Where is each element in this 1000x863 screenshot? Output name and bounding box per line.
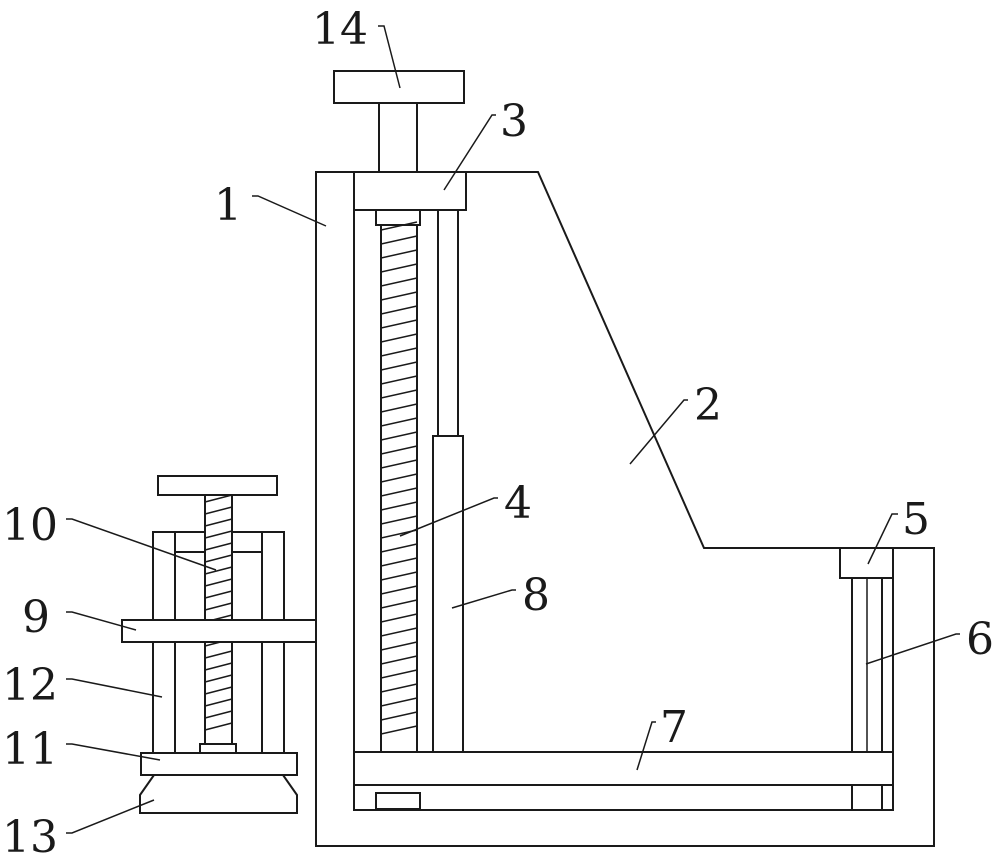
- thread-line: [380, 571, 418, 581]
- thread-line: [380, 669, 418, 679]
- thread-line: [380, 459, 418, 469]
- thread-line: [380, 403, 418, 413]
- thread-line: [380, 417, 418, 427]
- label-12: 12: [2, 660, 58, 711]
- left-jack-assembly: [152, 475, 285, 754]
- label-13: 13: [2, 812, 58, 863]
- label-2: 2: [694, 380, 722, 431]
- thread-line: [204, 650, 233, 659]
- thread-line: [380, 557, 418, 567]
- thread-line: [380, 725, 418, 735]
- thread-line: [204, 602, 233, 611]
- thread-line: [380, 305, 418, 315]
- label-11: 11: [2, 724, 58, 775]
- thread-line: [204, 518, 233, 527]
- label-1: 1: [214, 180, 242, 231]
- thread-line: [380, 473, 418, 483]
- thread-line: [204, 674, 233, 683]
- thread-line: [380, 515, 418, 525]
- thread-line: [204, 590, 233, 599]
- main-frame: [315, 171, 935, 847]
- label-3: 3: [500, 96, 528, 147]
- thread-line: [380, 487, 418, 497]
- thread-line: [380, 445, 418, 455]
- thread-line: [380, 627, 418, 637]
- part-labels: 14 3 1 2 4 5 8 6 7 10 9 12 11 13: [2, 4, 994, 863]
- thread-line: [380, 221, 418, 231]
- thread-line: [380, 585, 418, 595]
- thread-line: [380, 543, 418, 553]
- label-7: 7: [660, 702, 688, 753]
- thread-line: [380, 389, 418, 399]
- guide-column: [432, 209, 464, 753]
- thread-line: [204, 698, 233, 707]
- foot-pad: [139, 774, 298, 814]
- thread-line: [204, 542, 233, 551]
- label-10: 10: [2, 500, 58, 551]
- top-handwheel: [333, 70, 465, 173]
- thread-line: [380, 347, 418, 357]
- thread-line: [204, 554, 233, 563]
- main-lead-screw: [375, 209, 421, 810]
- top-bearing-block: [353, 171, 467, 211]
- thread-line: [204, 566, 233, 575]
- thread-line: [380, 683, 418, 693]
- thread-line: [380, 711, 418, 721]
- thread-line: [380, 613, 418, 623]
- thread-line: [380, 375, 418, 385]
- thread-line: [380, 235, 418, 245]
- thread-line: [380, 249, 418, 259]
- label-8: 8: [522, 570, 550, 621]
- thread-line: [380, 431, 418, 441]
- thread-line: [204, 506, 233, 515]
- thread-line: [204, 710, 233, 719]
- leader-lines: [66, 25, 960, 834]
- thread-line: [380, 599, 418, 609]
- thread-line: [204, 686, 233, 695]
- thread-line: [380, 333, 418, 343]
- label-14: 14: [312, 4, 368, 55]
- base-plate: [140, 752, 298, 776]
- label-6: 6: [966, 614, 994, 665]
- thread-line: [204, 722, 233, 731]
- thread-line: [380, 291, 418, 301]
- thread-line: [380, 501, 418, 511]
- right-block: [839, 547, 894, 579]
- thread-line: [380, 641, 418, 651]
- thread-line: [380, 277, 418, 287]
- label-9: 9: [22, 592, 50, 643]
- horizontal-arm: [121, 619, 317, 643]
- label-4: 4: [504, 478, 532, 529]
- thread-line: [380, 361, 418, 371]
- thread-line: [204, 494, 233, 503]
- right-support-column: [851, 577, 883, 811]
- thread-line: [204, 578, 233, 587]
- thread-line: [380, 655, 418, 665]
- thread-line: [204, 530, 233, 539]
- bottom-slide-plate: [353, 751, 894, 786]
- thread-line: [380, 263, 418, 273]
- thread-line: [204, 662, 233, 671]
- label-5: 5: [902, 494, 930, 545]
- thread-line: [380, 697, 418, 707]
- thread-line: [380, 319, 418, 329]
